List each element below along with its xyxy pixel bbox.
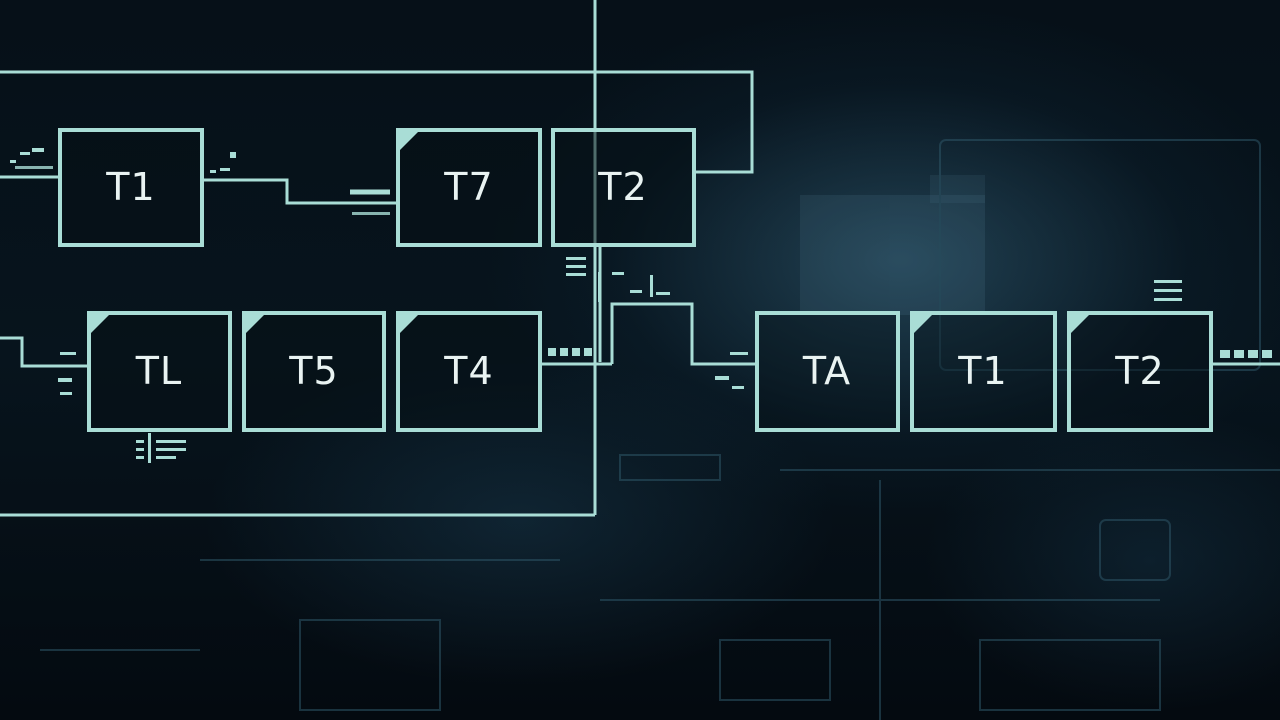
node-top-1: T1 — [58, 128, 204, 247]
link-bump — [610, 302, 756, 366]
node-label: T2 — [597, 165, 647, 209]
node-top-3: T2 — [551, 128, 696, 247]
node-label: T4 — [443, 349, 493, 393]
node-label: T1 — [957, 349, 1007, 393]
node-label: TL — [135, 349, 182, 393]
connection-lines — [0, 0, 1280, 517]
link-t1-t7 — [203, 178, 397, 205]
node-bottom-4: TA — [755, 311, 900, 432]
node-label: T1 — [105, 165, 155, 209]
node-bottom-3: T4 — [396, 311, 542, 432]
frame-line — [0, 70, 754, 174]
node-label: T5 — [288, 349, 338, 393]
node-label: T2 — [1114, 349, 1164, 393]
node-bottom-1: TL — [87, 311, 232, 432]
background-schematic — [40, 139, 1280, 720]
node-label: T7 — [443, 165, 493, 209]
node-bottom-5: T1 — [910, 311, 1057, 432]
node-bottom-6: T2 — [1067, 311, 1213, 432]
node-top-2: T7 — [396, 128, 542, 247]
node-bottom-2: T5 — [242, 311, 386, 432]
link-in-tl — [0, 336, 88, 368]
node-label: TA — [802, 349, 851, 393]
annotation-marks — [10, 148, 1272, 463]
